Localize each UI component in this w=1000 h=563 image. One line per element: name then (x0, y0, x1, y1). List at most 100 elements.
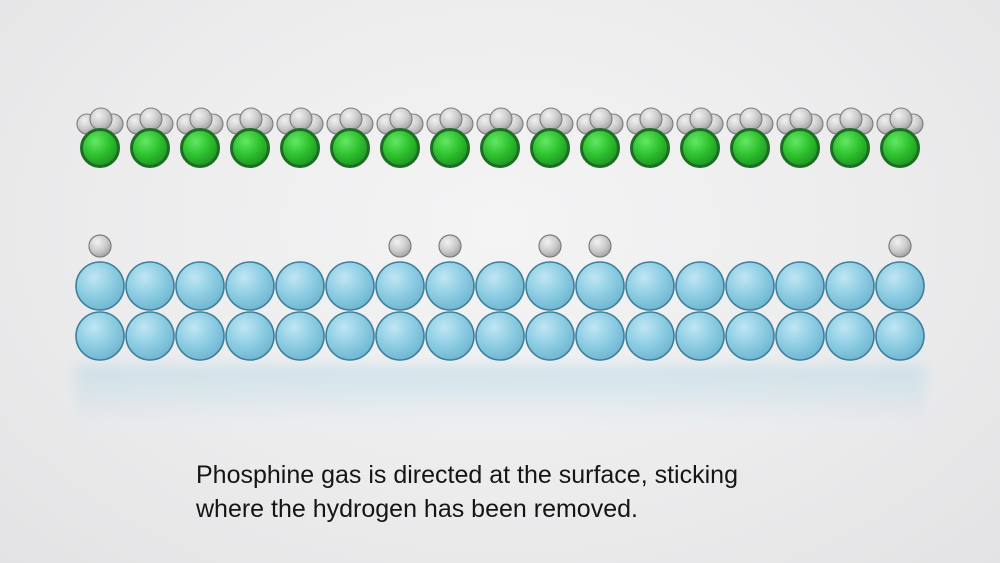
hydrogen-atom (189, 107, 213, 131)
silicon-atom (825, 261, 875, 311)
silicon-surface (75, 261, 925, 361)
silicon-atom (225, 261, 275, 311)
phosphorus-atom (530, 128, 570, 168)
silicon-atom (625, 261, 675, 311)
phosphine-molecule (126, 107, 174, 168)
silicon-atom (475, 261, 525, 311)
phosphorus-atom (230, 128, 270, 168)
phosphorus-atom (480, 128, 520, 168)
surface-hydrogen-atoms (88, 234, 912, 258)
hydrogen-atom (639, 107, 663, 131)
phosphine-molecule (226, 107, 274, 168)
phosphine-molecule (626, 107, 674, 168)
phosphorus-atom (380, 128, 420, 168)
hydrogen-atom (689, 107, 713, 131)
hydrogen-atom (889, 107, 913, 131)
hydrogen-atom (739, 107, 763, 131)
silicon-atom (675, 261, 725, 311)
phosphorus-atom (280, 128, 320, 168)
phosphorus-atom (730, 128, 770, 168)
phosphorus-atom (580, 128, 620, 168)
phosphine-molecule (376, 107, 424, 168)
silicon-atom (625, 311, 675, 361)
silicon-atom (425, 261, 475, 311)
phosphine-molecule (676, 107, 724, 168)
silicon-atom (875, 311, 925, 361)
caption-line-2: where the hydrogen has been removed. (196, 495, 638, 523)
surface-hydrogen-atom (438, 234, 462, 258)
phosphine-molecule (76, 107, 124, 168)
phosphorus-atom (680, 128, 720, 168)
phosphine-gas-row (76, 107, 924, 168)
hydrogen-atom (589, 107, 613, 131)
silicon-atom (125, 261, 175, 311)
hydrogen-atom (89, 107, 113, 131)
reflection-glow (75, 365, 925, 425)
phosphine-molecule (776, 107, 824, 168)
phosphine-molecule (476, 107, 524, 168)
silicon-atom (525, 261, 575, 311)
silicon-atom (175, 311, 225, 361)
phosphine-molecule (576, 107, 624, 168)
hydrogen-atom (439, 107, 463, 131)
silicon-atom (675, 311, 725, 361)
surface-hydrogen-atom (388, 234, 412, 258)
hydrogen-atom (339, 107, 363, 131)
silicon-atom (75, 311, 125, 361)
phosphine-molecule (426, 107, 474, 168)
surface-hydrogen-atom (88, 234, 112, 258)
phosphine-molecule (326, 107, 374, 168)
silicon-atom (175, 261, 225, 311)
silicon-atom (875, 261, 925, 311)
silicon-atom (275, 311, 325, 361)
silicon-atom (325, 261, 375, 311)
phosphine-molecule (276, 107, 324, 168)
phosphine-molecule (826, 107, 874, 168)
phosphorus-atom (780, 128, 820, 168)
silicon-atom (775, 311, 825, 361)
silicon-atom (375, 311, 425, 361)
phosphorus-atom (130, 128, 170, 168)
silicon-atom (725, 261, 775, 311)
silicon-atom (325, 311, 375, 361)
hydrogen-atom (289, 107, 313, 131)
silicon-atom (425, 311, 475, 361)
phosphorus-atom (330, 128, 370, 168)
silicon-atom (575, 311, 625, 361)
hydrogen-atom (839, 107, 863, 131)
phosphorus-atom (830, 128, 870, 168)
silicon-atom (475, 311, 525, 361)
silicon-atom (775, 261, 825, 311)
phosphorus-atom (430, 128, 470, 168)
phosphorus-atom (880, 128, 920, 168)
hydrogen-atom (789, 107, 813, 131)
silicon-atom (725, 311, 775, 361)
silicon-atom (825, 311, 875, 361)
caption-text: Phosphine gas is directed at the surface… (196, 458, 936, 526)
phosphine-molecule (876, 107, 924, 168)
surface-hydrogen-atom (588, 234, 612, 258)
surface-hydrogen-atom (538, 234, 562, 258)
silicon-atom (75, 261, 125, 311)
phosphorus-atom (180, 128, 220, 168)
phosphine-molecule (526, 107, 574, 168)
hydrogen-atom (139, 107, 163, 131)
hydrogen-atom (539, 107, 563, 131)
silicon-atom (125, 311, 175, 361)
phosphine-molecule (726, 107, 774, 168)
phosphorus-atom (630, 128, 670, 168)
silicon-atom (575, 261, 625, 311)
hydrogen-atom (489, 107, 513, 131)
caption-line-1: Phosphine gas is directed at the surface… (196, 461, 738, 489)
silicon-atom (225, 311, 275, 361)
surface-hydrogen-atom (888, 234, 912, 258)
silicon-atom (525, 311, 575, 361)
silicon-atom (375, 261, 425, 311)
hydrogen-atom (239, 107, 263, 131)
silicon-atom (275, 261, 325, 311)
surface-reflection (75, 365, 925, 425)
hydrogen-atom (389, 107, 413, 131)
phosphorus-atom (80, 128, 120, 168)
phosphine-molecule (176, 107, 224, 168)
